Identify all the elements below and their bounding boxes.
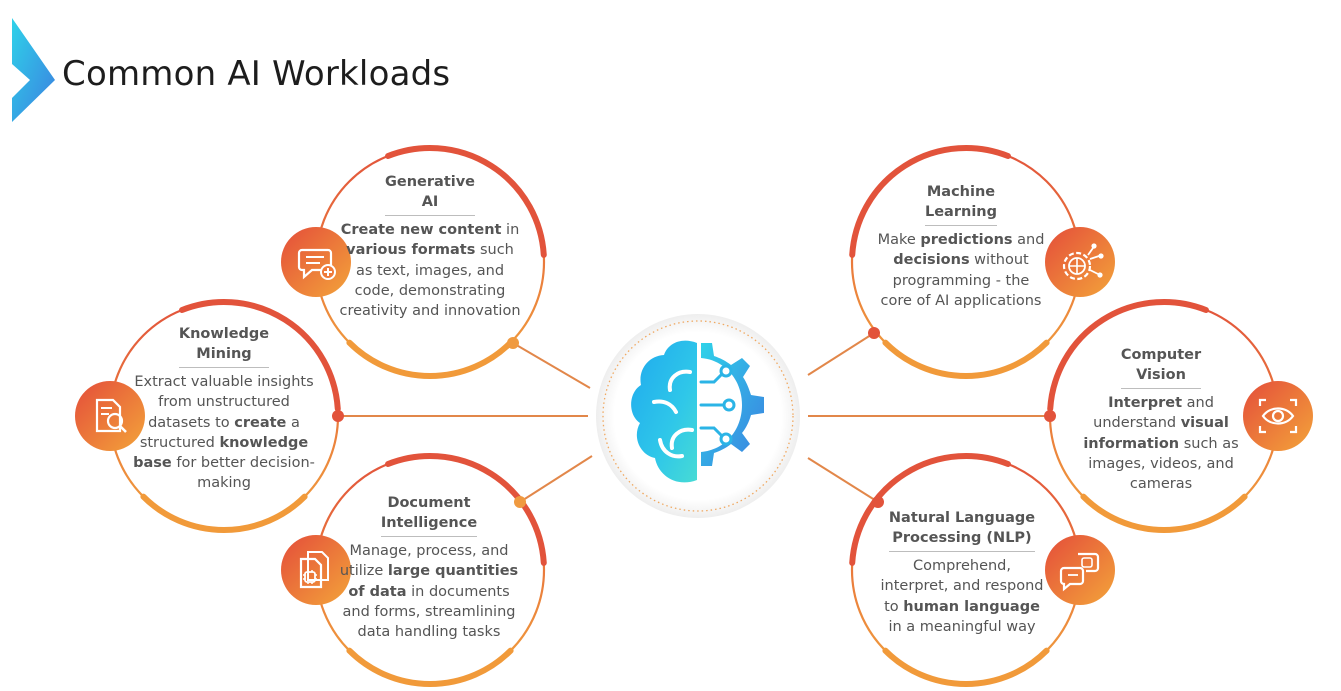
emphasis: large quantities of data — [348, 563, 519, 600]
ring-accent-arc — [849, 453, 1011, 566]
ring-accent-arc — [1047, 298, 1209, 412]
emphasis: knowledge base — [133, 434, 309, 472]
emphasis: human language — [903, 598, 1040, 615]
emphasis: Create new content — [340, 222, 502, 238]
emphasis: various formats — [346, 242, 476, 259]
emphasis: predictions — [920, 232, 1013, 248]
connector-lines — [338, 332, 1050, 503]
ring-accent-arc — [140, 493, 308, 533]
connector-machine-learning — [807, 332, 875, 376]
documents-chip-icon — [281, 535, 351, 605]
workload-description: Manage, process, and utilize large quant… — [339, 543, 519, 641]
brand-chevron-logo — [12, 18, 55, 122]
ring-accent-arc — [882, 339, 1050, 379]
ring-accent-arc — [179, 299, 341, 412]
workload-ring-generative-ai — [281, 145, 547, 379]
document-search-icon — [75, 381, 145, 451]
center-hub — [596, 314, 800, 518]
connector-dot — [332, 410, 344, 422]
ring-accent-arc — [346, 647, 514, 687]
workload-ring-machine-learning — [849, 145, 1115, 379]
chat-chip-icon — [1045, 535, 1115, 605]
connector-document-intelligence — [519, 455, 593, 503]
eye-scan-icon — [1243, 381, 1313, 451]
ring-accent-arc — [1080, 493, 1248, 533]
connector-dot — [507, 337, 519, 349]
workload-description: Create new content in various formats su… — [339, 222, 521, 320]
workload-ring-computer-vision — [1044, 298, 1313, 533]
ring-accent-arc — [346, 339, 514, 379]
workload-ring-nlp — [849, 453, 1115, 687]
workload-description: Extract valuable insights from unstructu… — [133, 374, 315, 492]
workload-ring-knowledge-mining — [75, 299, 344, 533]
globe-gear-network-icon — [1045, 227, 1115, 297]
workload-description: Interpret and understand visual informat… — [1083, 395, 1239, 493]
connector-nlp — [807, 457, 879, 503]
chat-plus-icon — [281, 227, 351, 297]
ring-accent-arc — [849, 145, 1011, 258]
emphasis: decisions — [893, 252, 970, 269]
ring-accent-arc — [882, 647, 1050, 687]
page-title: Common AI Workloads — [62, 54, 451, 94]
connector-dot — [1044, 410, 1056, 422]
ring-accent-arc — [385, 145, 547, 258]
connector-dot — [872, 496, 884, 508]
workload-ring-document-intelligence — [281, 453, 547, 687]
workload-description: Make predictions and decisions without p… — [877, 232, 1045, 309]
emphasis: visual information — [1083, 415, 1229, 452]
emphasis: create — [234, 414, 287, 431]
connector-dot — [514, 496, 526, 508]
workload-description: Comprehend, interpret, and respond to hu… — [880, 558, 1044, 635]
connector-dot — [868, 327, 880, 339]
connector-generative-ai — [512, 342, 591, 389]
ring-accent-arc — [385, 453, 547, 566]
emphasis: Interpret — [1108, 395, 1183, 411]
brain-circuit-gear-icon — [631, 340, 764, 483]
